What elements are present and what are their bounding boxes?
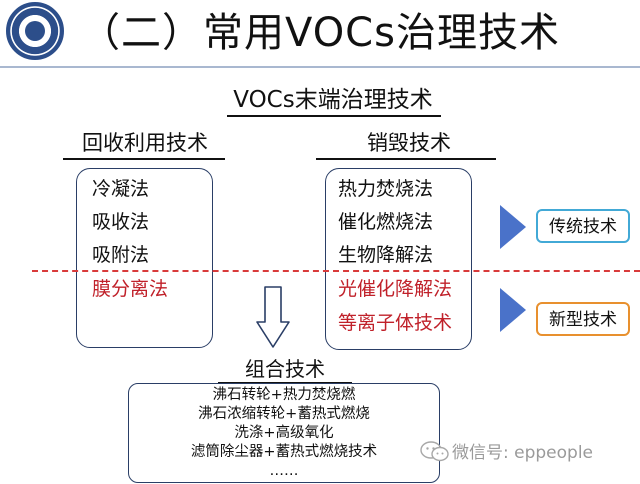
down-arrow-icon xyxy=(256,286,290,348)
destruction-item: 热力焚烧法 xyxy=(338,178,434,200)
new-arrow-icon xyxy=(500,288,526,332)
destruction-item: 催化燃烧法 xyxy=(338,211,434,233)
diagram-subtitle: VOCs末端治理技术 xyxy=(233,87,433,113)
combined-line: 沸石转轮+热力焚烧燃 xyxy=(212,387,356,403)
university-logo xyxy=(6,2,64,60)
logo-emblem xyxy=(25,21,45,41)
combined-box xyxy=(128,383,440,483)
new-tech-tag: 新型技术 xyxy=(536,302,630,336)
combined-heading: 组合技术 xyxy=(245,357,325,381)
title-divider xyxy=(0,66,640,68)
recovery-heading: 回收利用技术 xyxy=(82,131,208,155)
combined-line: …… xyxy=(269,463,299,479)
wechat-icon xyxy=(420,441,449,462)
destruction-item: 生物降解法 xyxy=(338,244,434,266)
traditional-tech-tag: 传统技术 xyxy=(536,209,630,243)
watermark-text: 微信号: eppeople xyxy=(452,443,594,463)
combined-line: 滤筒除尘器+蓄热式燃烧技术 xyxy=(190,444,378,460)
recovery-heading-underline xyxy=(63,158,225,160)
combined-line: 洗涤+高级氧化 xyxy=(234,425,334,441)
slide-title: （二）常用VOCs治理技术 xyxy=(80,10,560,56)
traditional-new-divider xyxy=(32,270,640,272)
destruction-item-new: 光催化降解法 xyxy=(338,278,453,300)
recovery-item: 吸收法 xyxy=(92,211,150,233)
combined-line: 沸石浓缩转轮+蓄热式燃烧 xyxy=(198,406,370,422)
recovery-item: 吸附法 xyxy=(92,244,150,266)
traditional-arrow-icon xyxy=(500,205,526,249)
destruction-heading: 销毁技术 xyxy=(367,131,451,155)
subtitle-underline xyxy=(227,115,441,117)
recovery-item: 冷凝法 xyxy=(92,178,150,200)
destruction-box xyxy=(325,168,472,350)
recovery-box xyxy=(76,168,213,348)
recovery-item-new: 膜分离法 xyxy=(92,278,169,300)
destruction-heading-underline xyxy=(316,158,496,160)
destruction-item-new: 等离子体技术 xyxy=(338,312,453,334)
